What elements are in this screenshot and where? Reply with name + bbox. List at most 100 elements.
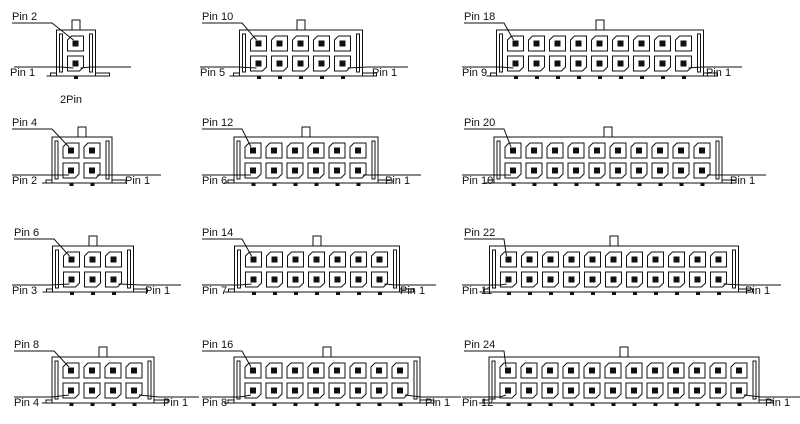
pin-contact xyxy=(547,276,554,283)
mount-flange-right xyxy=(758,399,774,404)
pin-label-bottom-right: Pin 1 xyxy=(125,175,151,187)
peg-stub xyxy=(535,76,539,79)
leader-line-top xyxy=(464,22,514,41)
housing-body xyxy=(233,356,421,404)
peg-stub xyxy=(70,292,74,295)
peg-stub xyxy=(591,292,595,295)
pin-label-bottom-left: Pin 9 xyxy=(462,67,488,79)
peg-stub xyxy=(632,403,637,406)
pin-label-top: Pin 22 xyxy=(464,227,496,239)
peg-stub xyxy=(527,403,532,406)
pin-label-bottom-left: Pin 5 xyxy=(200,67,226,79)
pin-label-bottom-right: Pin 1 xyxy=(145,285,171,297)
pin-contact xyxy=(110,387,116,394)
pin-contact xyxy=(554,40,561,47)
pin-label-bottom-right: Pin 1 xyxy=(765,397,791,409)
pin-label-bottom-right: Pin 1 xyxy=(10,67,36,79)
pin-contact xyxy=(547,367,553,374)
peg-stub xyxy=(658,183,663,186)
mount-flange-left xyxy=(483,288,490,293)
side-rail-left xyxy=(59,33,63,73)
pin-contact xyxy=(680,40,687,47)
pin-contact xyxy=(68,276,75,283)
pin-contact xyxy=(334,276,341,283)
leader-line-bottom-right xyxy=(723,283,781,286)
pin-contact xyxy=(255,60,262,67)
pin-contact xyxy=(573,167,579,174)
peg-stub xyxy=(569,403,574,406)
pin-contact xyxy=(526,256,533,263)
pin-contact xyxy=(110,367,116,374)
pin-contact xyxy=(575,40,582,47)
pin-contact xyxy=(673,256,680,263)
pin-contact xyxy=(89,276,96,283)
side-rail-left xyxy=(492,249,496,289)
mount-flange-left xyxy=(487,179,495,184)
pin-contact xyxy=(376,256,383,263)
pin-label-top: Pin 14 xyxy=(202,227,234,239)
pin-contact xyxy=(355,147,361,154)
pin-contact xyxy=(589,256,596,263)
pin-contact xyxy=(334,256,341,263)
pin-contact xyxy=(678,147,684,154)
connector-16-pin xyxy=(202,346,461,406)
pin-contact xyxy=(318,40,325,47)
pin-contact xyxy=(715,387,721,394)
pin-label-bottom-left: Pin 4 xyxy=(14,397,40,409)
pin-contact xyxy=(250,147,256,154)
pin-contact xyxy=(526,276,533,283)
peg-stub xyxy=(251,183,256,186)
pin-contact xyxy=(68,256,75,263)
pin-label-top: Pin 8 xyxy=(14,339,40,351)
pin-contact xyxy=(659,40,666,47)
connector-14-pin xyxy=(202,235,436,295)
mount-flange-right xyxy=(95,72,110,77)
pin-contact xyxy=(568,367,574,374)
pin-contact xyxy=(397,387,403,394)
peg-stub xyxy=(90,403,95,406)
peg-stub xyxy=(640,76,644,79)
pin-contact xyxy=(68,167,74,174)
side-rail-left xyxy=(54,360,59,400)
pin-contact xyxy=(72,60,79,67)
pin-contact xyxy=(313,276,320,283)
leader-line-top xyxy=(202,350,252,368)
pin-contact xyxy=(615,167,621,174)
pin-contact xyxy=(652,387,658,394)
pin-contact xyxy=(552,147,558,154)
pin-contact xyxy=(505,387,511,394)
peg-stub xyxy=(700,183,705,186)
peg-stub xyxy=(251,403,256,406)
leader-line-bottom-left xyxy=(200,66,257,69)
mount-flange-left xyxy=(45,179,53,184)
pin-contact xyxy=(680,60,687,67)
pin-label-bottom-left: Pin 7 xyxy=(202,285,228,297)
peg-stub xyxy=(595,183,600,186)
pin-contact xyxy=(250,276,257,283)
leader-line-top xyxy=(464,238,507,257)
peg-stub xyxy=(314,403,319,406)
pin-contact xyxy=(271,367,277,374)
peg-stub xyxy=(549,292,553,295)
pin-label-top: Pin 10 xyxy=(202,11,234,23)
pin-contact xyxy=(533,60,540,67)
latch-tab xyxy=(98,346,108,358)
peg-stub xyxy=(377,403,382,406)
pin-label-bottom-right: Pin 1 xyxy=(385,175,411,187)
pin-contact xyxy=(573,147,579,154)
peg-stub xyxy=(553,183,558,186)
pin-contact xyxy=(631,256,638,263)
mount-flange-right xyxy=(399,288,414,293)
leader-line-top xyxy=(14,238,70,257)
peg-stub xyxy=(272,403,277,406)
pin-contact xyxy=(397,367,403,374)
pin-contact xyxy=(250,167,256,174)
leader-line-top xyxy=(202,22,257,41)
side-rail-right xyxy=(356,33,360,73)
leader-line-bottom-right xyxy=(688,66,742,69)
peg-stub xyxy=(514,76,518,79)
mount-flange-left xyxy=(227,179,235,184)
peg-stub xyxy=(590,403,595,406)
pin-contact xyxy=(72,40,79,47)
